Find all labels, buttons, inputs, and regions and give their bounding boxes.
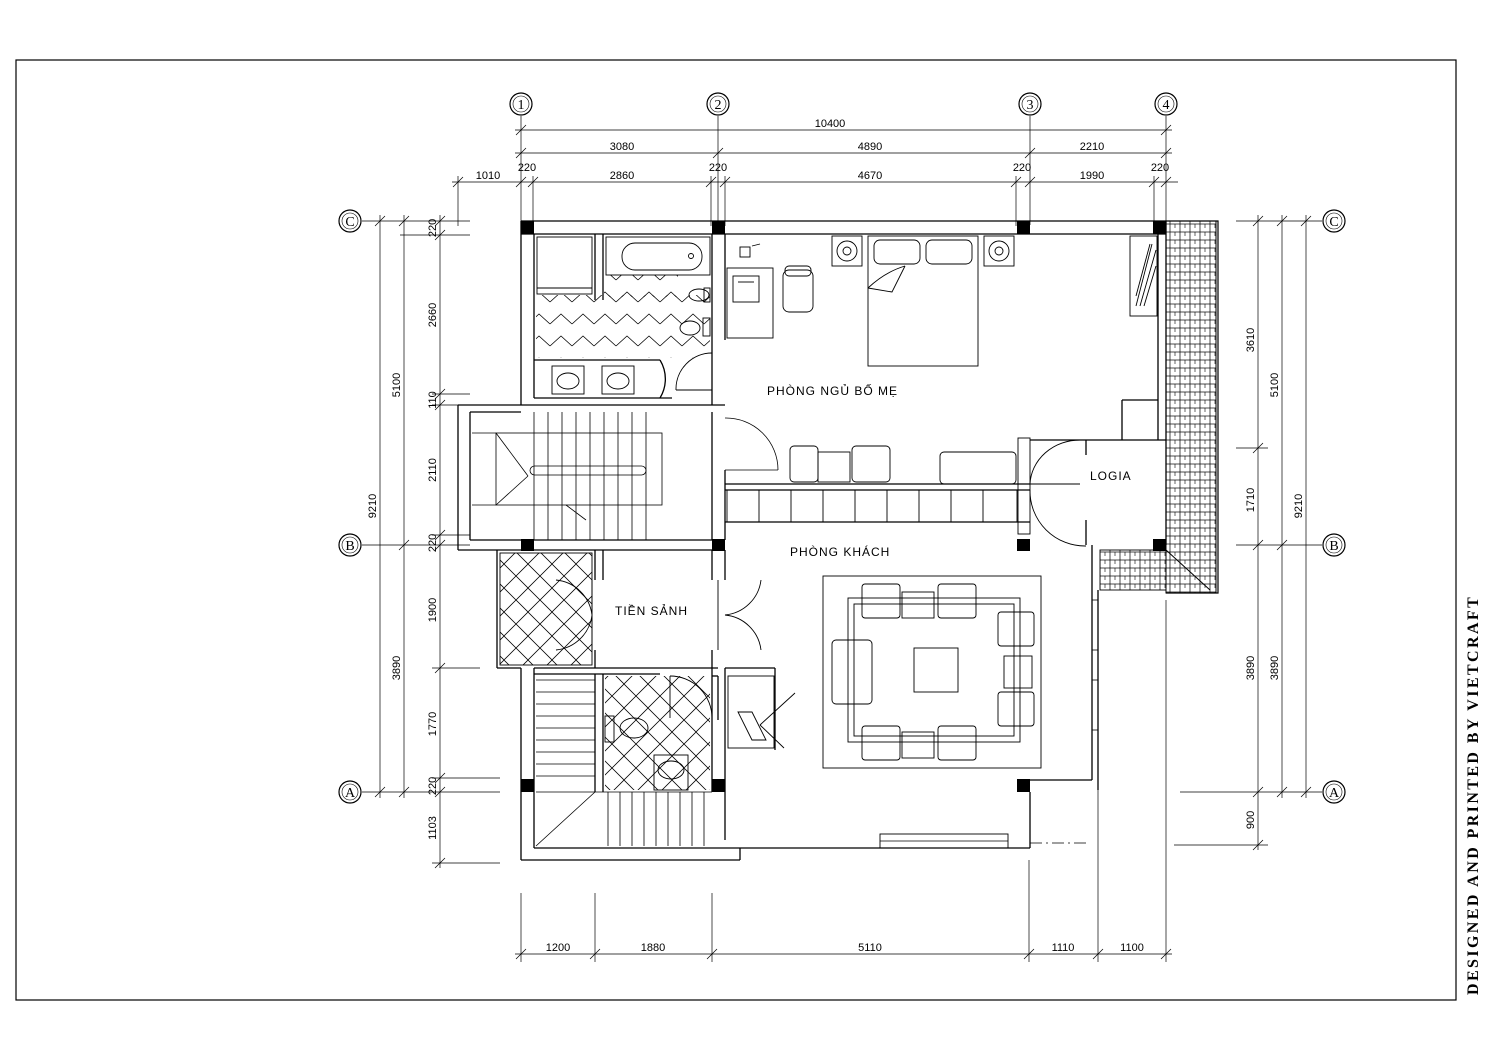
toilet-upper (688, 287, 711, 303)
coffee-table (913, 647, 959, 693)
sheet-border (15, 59, 1457, 1001)
svg-text:110: 110 (427, 391, 439, 409)
axis-bubble-b-left: B (338, 533, 362, 557)
svg-text:1990: 1990 (1080, 170, 1104, 182)
wardrobe (1129, 235, 1158, 317)
tv-cabinet (727, 675, 796, 749)
double-bed (867, 235, 979, 367)
svg-text:5100: 5100 (1269, 373, 1281, 397)
svg-text:9210: 9210 (1293, 494, 1305, 518)
svg-text:220: 220 (709, 162, 727, 174)
sofa-bedroom (789, 445, 1017, 485)
svg-text:1200: 1200 (546, 942, 570, 954)
svg-text:3: 3 (1027, 98, 1034, 113)
svg-text:2660: 2660 (427, 303, 439, 327)
svg-text:220: 220 (427, 777, 439, 795)
axis-bubble-1: 1 (509, 92, 533, 116)
svg-text:9210: 9210 (367, 494, 379, 518)
walls (457, 220, 1167, 861)
bathtub (605, 236, 711, 276)
shower-tray (536, 236, 593, 295)
svg-text:C: C (345, 215, 354, 230)
bedroom-furniture (726, 235, 1158, 485)
dimension-lines: 10400 3080 4890 2210 1010 220 2860 220 4… (367, 118, 1312, 962)
svg-text:3610: 3610 (1245, 328, 1257, 352)
svg-text:2: 2 (715, 98, 722, 113)
sofa-set (831, 583, 1035, 761)
svg-text:4670: 4670 (858, 170, 882, 182)
axis-bubbles: 1 2 3 4 C B A (338, 92, 1346, 804)
svg-text:3890: 3890 (1245, 656, 1257, 680)
axis-bubble-c-left: C (338, 209, 362, 233)
svg-text:B: B (1329, 539, 1338, 554)
svg-text:900: 900 (1245, 811, 1257, 829)
svg-text:1100: 1100 (1120, 942, 1144, 954)
svg-text:5100: 5100 (391, 373, 403, 397)
room-label-lobby: TIỀN SẢNH (615, 603, 688, 618)
toilet-lower (604, 715, 649, 743)
svg-text:220: 220 (427, 219, 439, 237)
svg-text:3890: 3890 (1269, 656, 1281, 680)
living-room-furniture (726, 489, 1042, 769)
lobby (499, 552, 762, 666)
svg-text:2860: 2860 (610, 170, 634, 182)
axis-bubble-b-right: B (1322, 533, 1346, 557)
svg-text:1110: 1110 (1052, 942, 1075, 954)
wc-lower (604, 675, 713, 791)
svg-text:1770: 1770 (427, 712, 439, 736)
logia (1017, 437, 1167, 591)
svg-text:1880: 1880 (641, 942, 665, 954)
designer-credit-text: DESIGNED AND PRINTED BY VIETCRAFT (1465, 594, 1482, 995)
axis-bubble-2: 2 (706, 92, 730, 116)
desk-chair (782, 265, 814, 313)
stairs-upper (472, 412, 779, 540)
svg-text:220: 220 (518, 162, 536, 174)
axis-bubble-4: 4 (1154, 92, 1178, 116)
roof-tiles (1165, 220, 1219, 594)
axis-bubble-3: 3 (1018, 92, 1042, 116)
study-desk (726, 243, 774, 339)
washbasin-right (601, 365, 635, 395)
svg-text:220: 220 (427, 534, 439, 552)
svg-text:220: 220 (1013, 162, 1031, 174)
svg-text:A: A (1329, 786, 1340, 801)
living-rug (822, 575, 1042, 769)
svg-text:C: C (1329, 215, 1338, 230)
svg-text:1103: 1103 (427, 816, 439, 840)
room-label-logia: LOGIA (1090, 469, 1132, 483)
washbasin-left (551, 365, 585, 395)
svg-text:4890: 4890 (858, 141, 882, 153)
axis-bubble-a-right: A (1322, 780, 1346, 804)
svg-text:A: A (345, 786, 356, 801)
room-label-living: PHÒNG KHÁCH (790, 544, 890, 559)
columns (521, 221, 1166, 792)
built-in-cabinet (726, 489, 1018, 523)
nightstand-right (983, 235, 1015, 267)
bidet-upper (679, 317, 711, 337)
svg-text:1010: 1010 (476, 170, 500, 182)
washbasin-lower (653, 754, 689, 791)
svg-text:1900: 1900 (427, 598, 439, 622)
svg-text:5110: 5110 (858, 942, 882, 954)
svg-text:1710: 1710 (1245, 488, 1257, 512)
axis-bubble-c-right: C (1322, 209, 1346, 233)
axis-bubble-a-left: A (338, 780, 362, 804)
svg-text:2110: 2110 (427, 458, 439, 482)
designer-credit: DESIGNED AND PRINTED BY VIETCRAFT (1446, 500, 1486, 1000)
svg-text:4: 4 (1163, 98, 1170, 113)
svg-text:3890: 3890 (391, 656, 403, 680)
svg-text:2210: 2210 (1080, 141, 1104, 153)
nightstand-left (831, 235, 863, 267)
room-label-bedroom: PHÒNG NGỦ BỐ MẸ (767, 383, 898, 398)
svg-text:1: 1 (518, 98, 525, 113)
bathroom-upper (536, 236, 713, 395)
svg-text:10400: 10400 (815, 118, 846, 130)
svg-text:B: B (345, 539, 354, 554)
svg-text:3080: 3080 (610, 141, 634, 153)
svg-text:220: 220 (1151, 162, 1169, 174)
stairs-lower (535, 679, 712, 847)
